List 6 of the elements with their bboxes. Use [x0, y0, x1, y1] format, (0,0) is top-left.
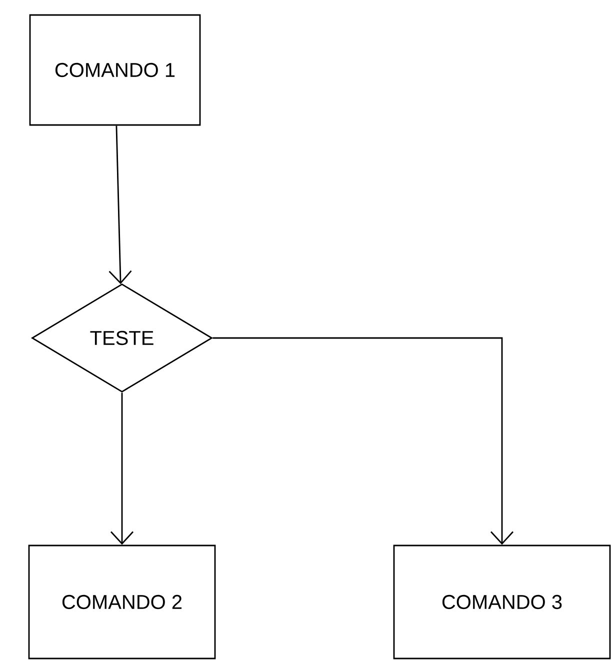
process-box: COMANDO 1	[29, 14, 201, 126]
arrow	[212, 337, 514, 545]
process-box: COMANDO 3	[393, 544, 611, 660]
arrow	[108, 126, 132, 284]
process-box: COMANDO 2	[28, 544, 216, 660]
arrow	[110, 392, 134, 545]
